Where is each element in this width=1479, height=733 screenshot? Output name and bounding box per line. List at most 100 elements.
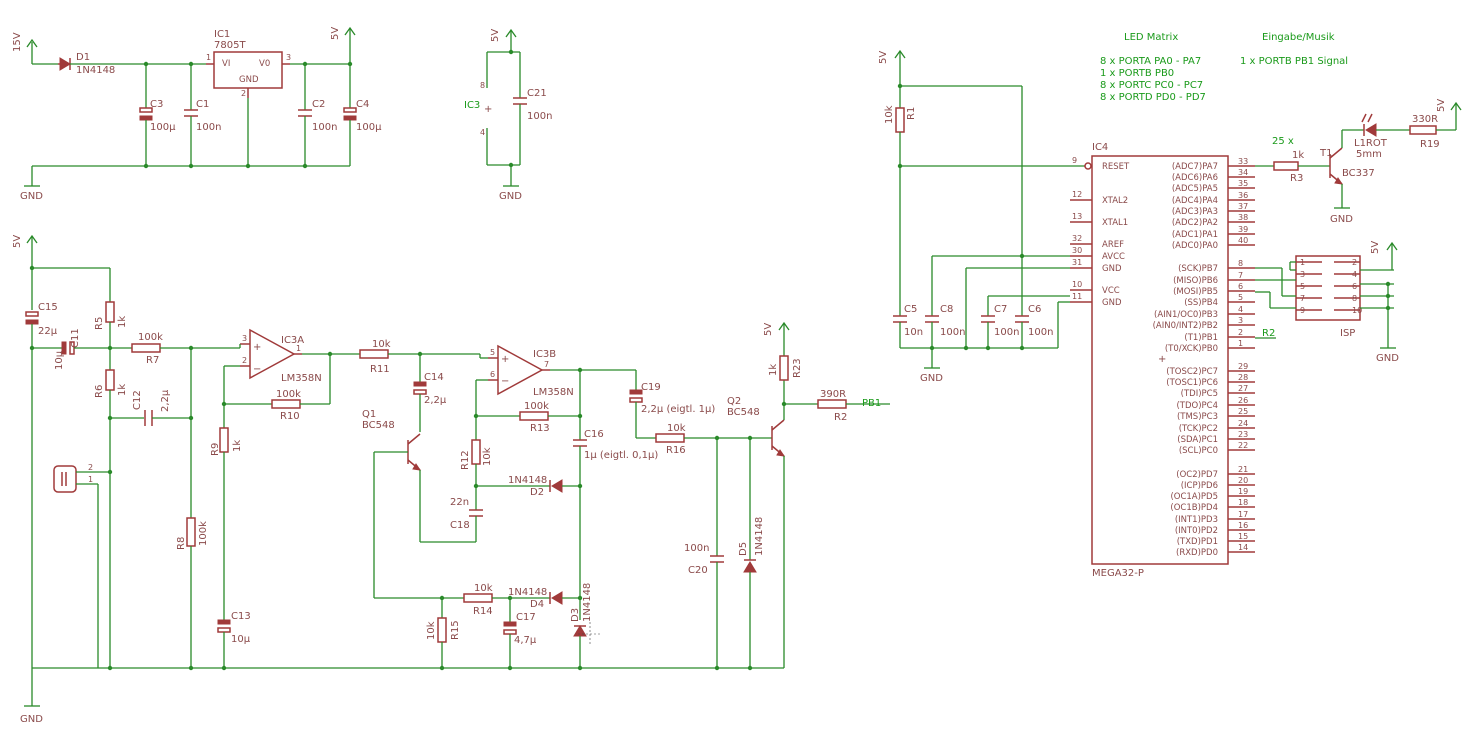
mcu-pin-number: 30 bbox=[1072, 246, 1082, 255]
isp-pin-number: 1 bbox=[1300, 258, 1305, 267]
mcu-pin-label: (ICP)PD6 bbox=[1181, 481, 1218, 491]
mcu-pin-number: 23 bbox=[1238, 430, 1248, 439]
svg-text:C15: C15 bbox=[38, 302, 58, 313]
mcu-pin-number: 18 bbox=[1238, 498, 1248, 507]
mcu-pin-number: 6 bbox=[1238, 282, 1243, 291]
svg-text:R6: R6 bbox=[94, 385, 105, 398]
input-note: 1 x PORTB PB1 Signal bbox=[1240, 56, 1348, 67]
mcu-pin-number: 8 bbox=[1238, 259, 1243, 268]
supply-15v: 15V bbox=[12, 32, 38, 64]
mcu-pin-number: 4 bbox=[1238, 305, 1243, 314]
mcu-pin-label: VCC bbox=[1102, 286, 1120, 296]
mcu-pin-label: (ADC6)PA6 bbox=[1172, 173, 1218, 183]
mcu-pin-sclpc0: 22(SCL)PC0 bbox=[1179, 441, 1255, 456]
svg-text:+: + bbox=[484, 104, 492, 115]
svg-text:5V: 5V bbox=[1370, 241, 1381, 254]
capacitor-c3: C3 100µ bbox=[139, 64, 176, 166]
mcu-pin-label: (TOSC1)PC6 bbox=[1166, 378, 1218, 388]
svg-text:C12: C12 bbox=[132, 390, 143, 410]
svg-text:10k: 10k bbox=[474, 583, 493, 594]
svg-text:3: 3 bbox=[242, 334, 247, 343]
mcu-pin-label: (SCL)PC0 bbox=[1179, 446, 1218, 456]
mcu-pin-label: GND bbox=[1102, 264, 1122, 274]
mcu-pin-int0pd2: 16(INT0)PD2 bbox=[1175, 521, 1255, 536]
supply-15v-label: 15V bbox=[12, 32, 23, 52]
transistor-t1: T1 BC337 bbox=[1319, 147, 1375, 185]
svg-text:10µ: 10µ bbox=[54, 350, 65, 370]
svg-text:IC3A: IC3A bbox=[281, 335, 304, 346]
supply-5v-top-label: 5V bbox=[330, 27, 341, 40]
mcu-pin-adc0pa0: 40(ADC0)PA0 bbox=[1172, 236, 1255, 251]
mcu-pin-label: (INT1)PD3 bbox=[1175, 515, 1218, 525]
supply-5v-ic3: 5V bbox=[490, 29, 517, 52]
mcu-pin-label: AVCC bbox=[1102, 252, 1125, 262]
svg-text:1µ (eigtl. 0,1µ): 1µ (eigtl. 0,1µ) bbox=[584, 450, 658, 461]
svg-text:22µ: 22µ bbox=[38, 326, 58, 337]
svg-text:100k: 100k bbox=[524, 401, 549, 412]
mcu-pin-adc7pa7: 33(ADC7)PA7 bbox=[1172, 157, 1255, 172]
svg-text:8: 8 bbox=[480, 81, 485, 90]
svg-text:100n: 100n bbox=[940, 327, 965, 338]
d1-value: 1N4148 bbox=[76, 65, 115, 76]
svg-text:100n: 100n bbox=[684, 543, 709, 554]
svg-text:1k: 1k bbox=[117, 316, 128, 328]
isp-pin-3: 3 bbox=[1296, 270, 1322, 279]
svg-text:−: − bbox=[253, 364, 261, 375]
svg-text:100k: 100k bbox=[198, 521, 209, 546]
mcu-pin-label: (TMS)PC3 bbox=[1177, 412, 1218, 422]
led-note-2: 1 x PORTB PB0 bbox=[1100, 68, 1174, 79]
mcu-pin-label: (TDO)PC4 bbox=[1176, 401, 1218, 411]
svg-text:1: 1 bbox=[88, 475, 93, 484]
net-pb1-label: PB1 bbox=[862, 398, 881, 409]
svg-text:IC3B: IC3B bbox=[533, 349, 556, 360]
svg-text:100k: 100k bbox=[138, 332, 163, 343]
mcu-pin-label: (OC2)PD7 bbox=[1176, 470, 1218, 480]
mcu-pin-label: (TXD)PD1 bbox=[1177, 537, 1218, 547]
ic1-pin3: 3 bbox=[286, 53, 291, 62]
svg-text:1k: 1k bbox=[768, 364, 779, 376]
svg-text:1k: 1k bbox=[117, 384, 128, 396]
mcu-pin-label: (OC1A)PD5 bbox=[1170, 492, 1218, 502]
c4-value: 100µ bbox=[356, 122, 382, 133]
mcu-pin-oc1bpd4: 18(OC1B)PD4 bbox=[1170, 498, 1255, 513]
mcu-pin-number: 20 bbox=[1238, 476, 1248, 485]
svg-text:D3: D3 bbox=[570, 608, 581, 622]
mcu-pin-tdipc5: 27(TDI)PC5 bbox=[1181, 384, 1255, 399]
microphone: 2 1 bbox=[53, 463, 110, 668]
mcu-pin-number: 35 bbox=[1238, 179, 1248, 188]
mcu-pin-rxdpd0: 14(RXD)PD0 bbox=[1176, 543, 1255, 558]
svg-text:C16: C16 bbox=[584, 429, 604, 440]
mcu-pin-tmspc3: 25(TMS)PC3 bbox=[1177, 407, 1255, 422]
c3-value: 100µ bbox=[150, 122, 176, 133]
mcu-section: 5V 10k R1 C5 10n C8 100n C7 100n bbox=[878, 49, 1462, 579]
svg-text:10k: 10k bbox=[372, 339, 391, 350]
ic1-gnd: GND bbox=[239, 75, 259, 85]
mcu-pin-number: 28 bbox=[1238, 373, 1248, 382]
svg-text:1N4148: 1N4148 bbox=[582, 583, 593, 622]
mcu-pin-number: 11 bbox=[1072, 292, 1082, 301]
svg-text:GND: GND bbox=[20, 714, 43, 725]
mcu-pin-number: 36 bbox=[1238, 191, 1248, 200]
svg-text:+: + bbox=[253, 342, 261, 353]
svg-text:R8: R8 bbox=[176, 537, 187, 550]
mcu-pin-mosipb5: 6(MOSI)PB5 bbox=[1173, 282, 1255, 297]
svg-text:C13: C13 bbox=[231, 611, 251, 622]
c1-value: 100n bbox=[196, 122, 221, 133]
svg-text:10k: 10k bbox=[884, 105, 895, 124]
c3-name: C3 bbox=[150, 99, 163, 110]
isp-pin-8: 8 bbox=[1334, 294, 1360, 303]
svg-text:2,2µ: 2,2µ bbox=[424, 395, 447, 406]
ic1-vo: V0 bbox=[259, 59, 270, 69]
mcu-pin-number: 33 bbox=[1238, 157, 1248, 166]
svg-text:D4: D4 bbox=[530, 599, 544, 610]
svg-text:GND: GND bbox=[920, 373, 943, 384]
mcu-pin-label: (SS)PB4 bbox=[1184, 298, 1218, 308]
mcu-pin-label: (AIN0/INT2)PB2 bbox=[1153, 321, 1218, 331]
mcu-pin-number: 3 bbox=[1238, 316, 1243, 325]
mcu-pin-sckpb7: 8(SCK)PB7 bbox=[1178, 259, 1255, 274]
